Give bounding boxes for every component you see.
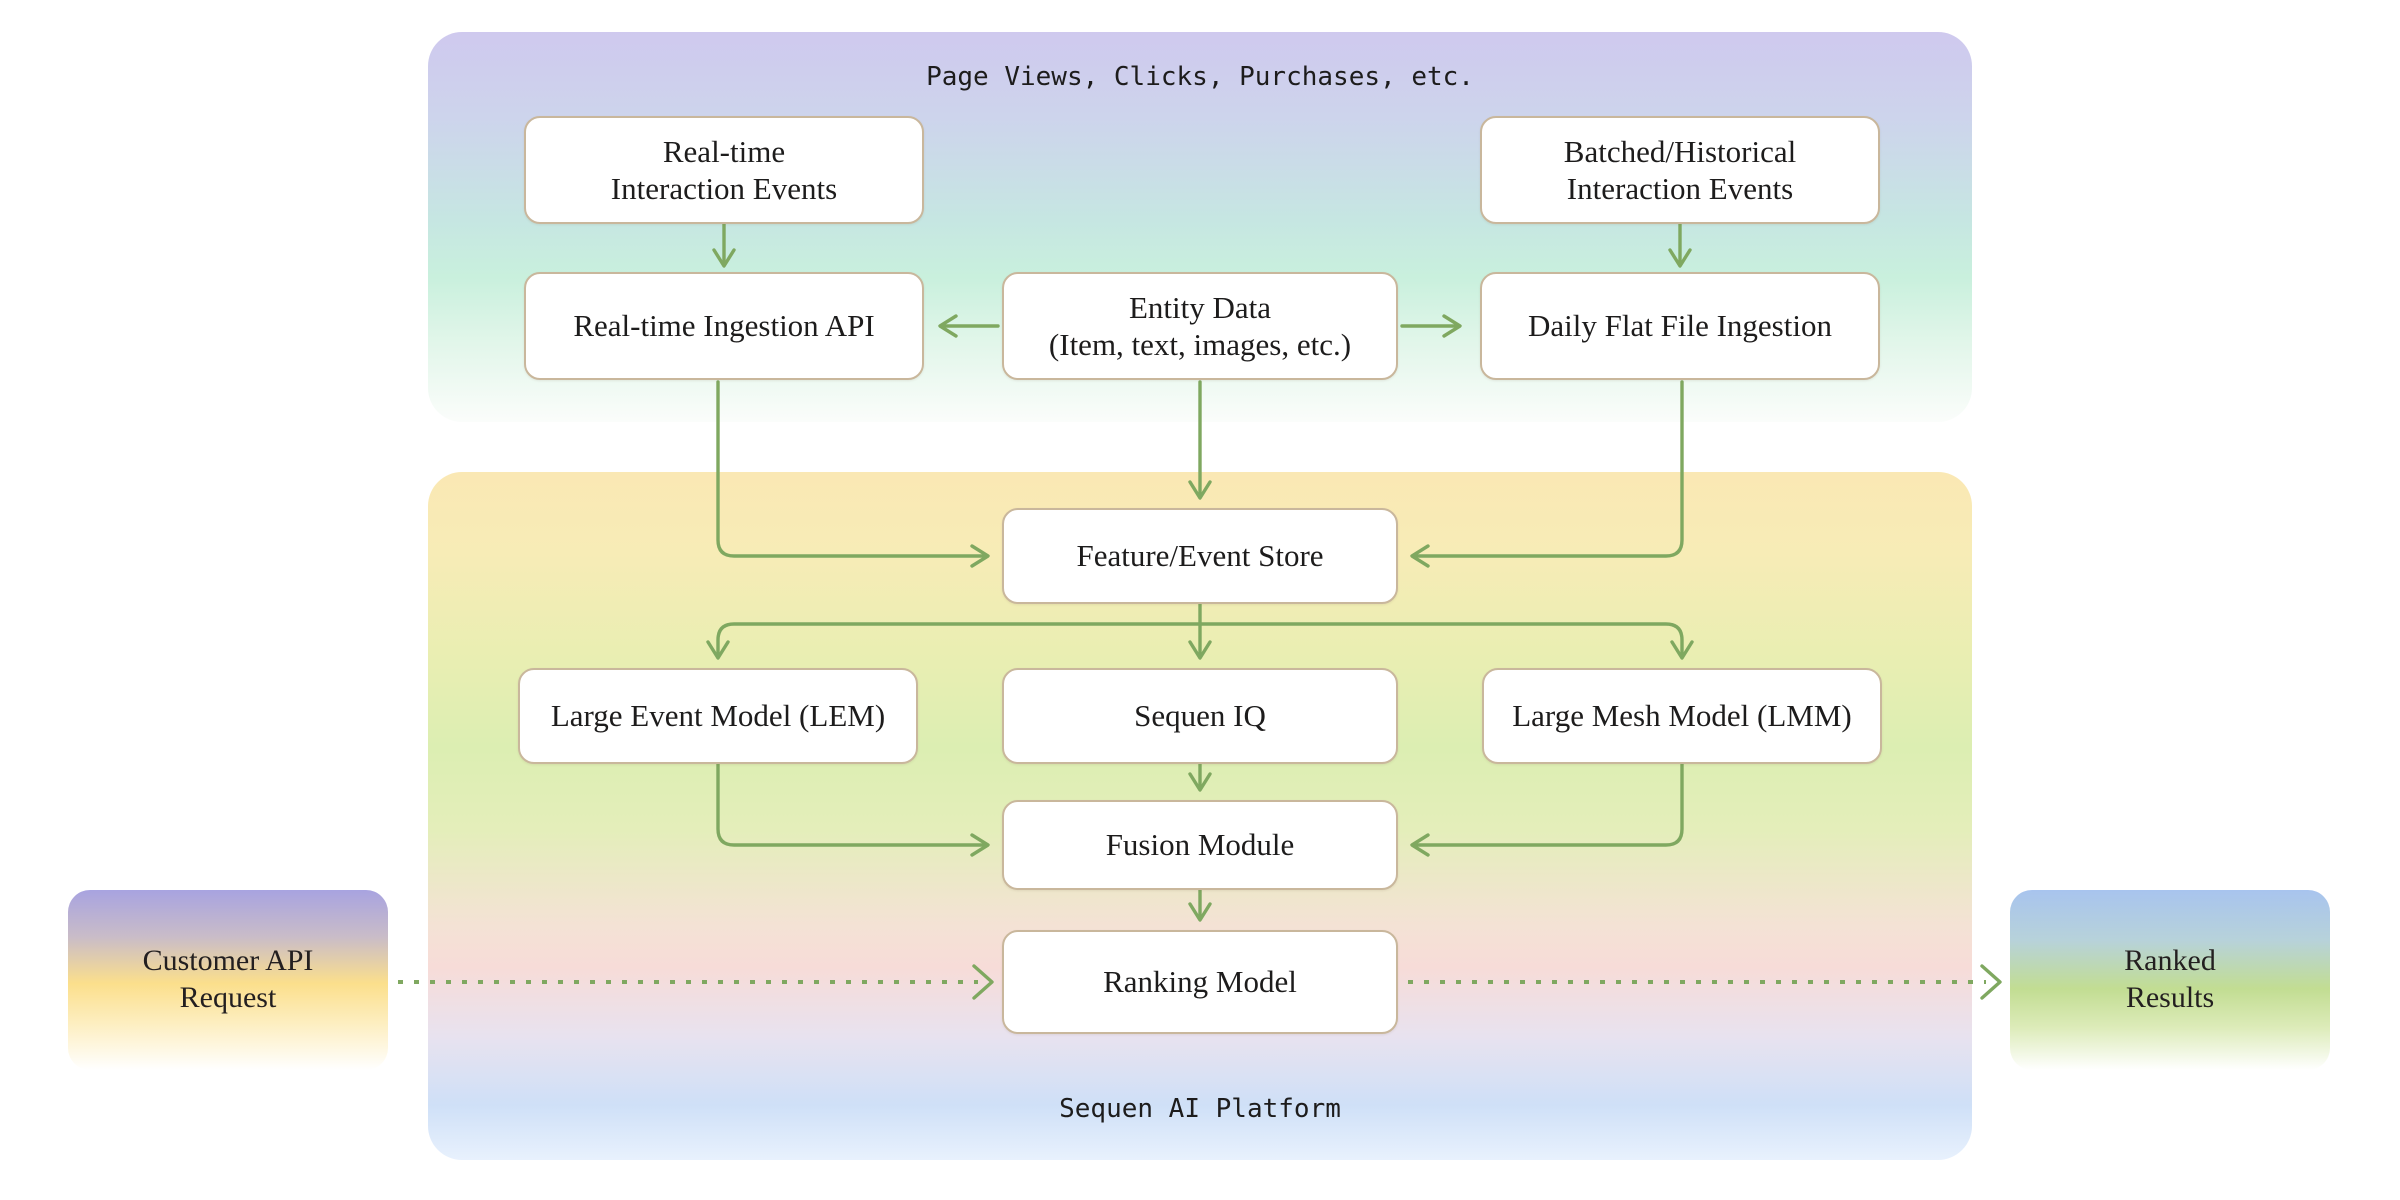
node-realtime-ingestion-api[interactable]: Real-time Ingestion API bbox=[524, 272, 924, 380]
node-label-line1: Ranked bbox=[2124, 944, 2216, 978]
node-label-line1: Real-time bbox=[662, 133, 786, 169]
node-large-event-model[interactable]: Large Event Model (LEM) bbox=[518, 668, 918, 764]
node-label: Entity Data (Item, text, images, etc.) bbox=[1049, 289, 1351, 363]
node-label: Real-time Interaction Events bbox=[611, 133, 837, 207]
node-entity-data[interactable]: Entity Data (Item, text, images, etc.) bbox=[1002, 272, 1398, 380]
node-daily-flat-file-ingestion[interactable]: Daily Flat File Ingestion bbox=[1480, 272, 1880, 380]
node-ranked-results[interactable]: Ranked Results bbox=[2010, 890, 2330, 1070]
node-ranking-model[interactable]: Ranking Model bbox=[1002, 930, 1398, 1034]
node-label: Customer API Request bbox=[143, 943, 314, 1016]
event-types-caption: Page Views, Clicks, Purchases, etc. bbox=[926, 62, 1474, 92]
node-label: Daily Flat File Ingestion bbox=[1528, 308, 1832, 344]
node-label: Real-time Ingestion API bbox=[573, 308, 875, 344]
node-sequen-iq[interactable]: Sequen IQ bbox=[1002, 668, 1398, 764]
node-label: Large Mesh Model (LMM) bbox=[1512, 698, 1852, 734]
node-label-line2: Interaction Events bbox=[610, 171, 838, 206]
node-label: Sequen IQ bbox=[1134, 698, 1266, 734]
node-label: Ranked Results bbox=[2124, 943, 2216, 1016]
platform-caption: Sequen AI Platform bbox=[1059, 1094, 1341, 1124]
node-label-line1: Customer API bbox=[142, 944, 314, 978]
node-label: Batched/Historical Interaction Events bbox=[1564, 133, 1796, 207]
node-label: Large Event Model (LEM) bbox=[550, 698, 886, 734]
node-label-line2: (Item, text, images, etc.) bbox=[1048, 327, 1352, 362]
node-label-line1: Entity Data bbox=[1128, 289, 1272, 325]
node-realtime-interaction-events[interactable]: Real-time Interaction Events bbox=[524, 116, 924, 224]
node-label: Feature/Event Store bbox=[1076, 538, 1324, 574]
node-label-line2: Results bbox=[2125, 981, 2215, 1014]
node-label-line2: Request bbox=[179, 981, 277, 1014]
node-fusion-module[interactable]: Fusion Module bbox=[1002, 800, 1398, 890]
node-large-mesh-model[interactable]: Large Mesh Model (LMM) bbox=[1482, 668, 1882, 764]
node-label-line1: Batched/Historical bbox=[1563, 133, 1797, 169]
node-batched-historical-interaction-events[interactable]: Batched/Historical Interaction Events bbox=[1480, 116, 1880, 224]
node-customer-api-request[interactable]: Customer API Request bbox=[68, 890, 388, 1070]
node-label: Fusion Module bbox=[1105, 827, 1295, 863]
node-feature-event-store[interactable]: Feature/Event Store bbox=[1002, 508, 1398, 604]
node-label-line2: Interaction Events bbox=[1566, 171, 1794, 206]
node-label: Ranking Model bbox=[1103, 964, 1297, 1000]
arrowhead-chevron bbox=[1980, 964, 2002, 1000]
